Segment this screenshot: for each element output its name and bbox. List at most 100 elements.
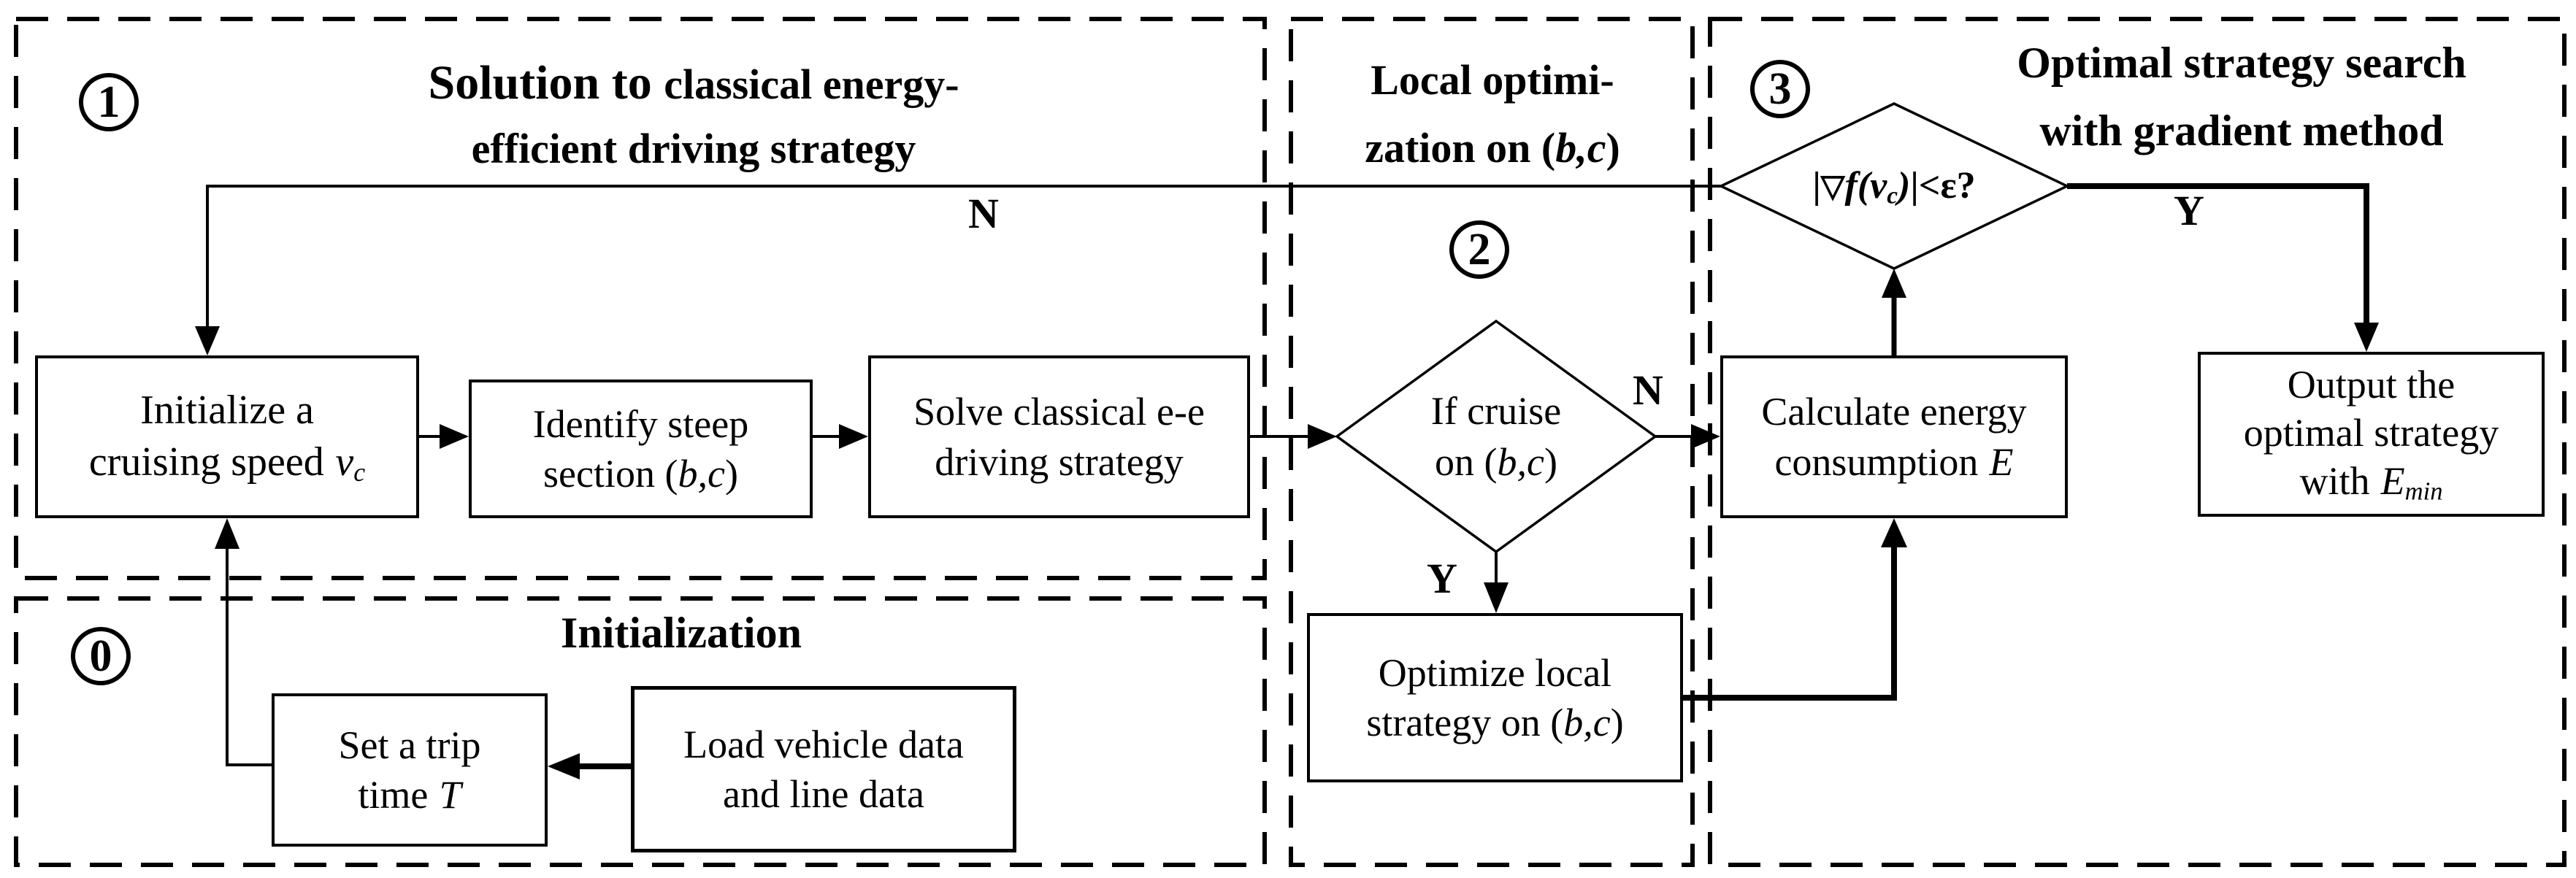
section-number-optimal-text: 3 <box>1768 64 1792 114</box>
arrowhead-solve-to-cruise-decision <box>1308 424 1337 449</box>
box-optimize-line2-prefix: strategy on ( <box>1366 701 1564 744</box>
box-initialize-line1: Initialize a <box>140 388 314 434</box>
box-output-line3-prefix: with <box>2299 459 2370 503</box>
gradient-close-paren: ) <box>1898 164 1911 207</box>
decision-gradient-text: |▽f(vc)|<ε? <box>1732 155 2056 217</box>
box-optimize-line2-suffix: ) <box>1610 701 1624 744</box>
arrow-gradient-no-feedback <box>206 185 1721 326</box>
arrowhead-gradient-no-feedback <box>195 326 220 355</box>
decision-cruise-line2-prefix: on ( <box>1435 440 1498 484</box>
section-frame-optimal-search <box>1708 17 2567 867</box>
arrowhead-settrip-to-initialize <box>215 518 239 549</box>
box-optimize-line2: strategy on (b,c) <box>1366 698 1623 747</box>
gradient-open-bar: | <box>1812 164 1821 207</box>
box-initialize-var-sub: c <box>353 457 366 487</box>
section-number-initialization: 0 <box>71 627 131 685</box>
box-solve-line1: Solve classical e-e <box>913 390 1205 434</box>
section-title-solution-line2: efficient driving strategy <box>471 125 916 172</box>
box-identify-line2: section (b,c) <box>543 449 738 498</box>
section-frame-initialization <box>14 596 1267 867</box>
box-calculate-line2-prefix: consumption <box>1774 439 1979 484</box>
decision-diamond-cruise <box>1335 319 1657 554</box>
arrowhead-loaddata-to-settrip <box>548 753 580 779</box>
box-settrip-line1: Set a trip <box>338 723 481 767</box>
box-optimize-local-strategy: Optimize local strategy on (b,c) <box>1307 613 1683 782</box>
box-output-var-sub: min <box>2404 477 2443 506</box>
decision-gradient-line: |▽f(vc)|<ε? <box>1812 161 1975 212</box>
section-title-solution-part2: classical energy- <box>664 61 959 108</box>
box-identify-line1: Identify steep <box>532 401 749 446</box>
arrowhead-cruise-yes-to-optimize <box>1484 582 1509 613</box>
decision-cruise-line2: on (b,c) <box>1435 436 1557 488</box>
section-title-solution: Solution to classical energy- efficient … <box>219 55 1168 173</box>
section-number-solution-text: 1 <box>97 77 120 127</box>
section-number-solution: 1 <box>79 73 139 131</box>
box-output-line2: optimal strategy <box>2243 411 2499 455</box>
section-frame-solution <box>14 17 1267 580</box>
gradient-func: f(v <box>1844 164 1887 207</box>
section-number-local-optimization: 2 <box>1449 220 1509 279</box>
section-title-local-optimization: Local optimi- zation on (b,c) <box>1292 47 1693 182</box>
box-identify-steep-section: Identify steep section (b,c) <box>469 380 813 518</box>
decision-cruise-line1: If cruise <box>1430 388 1562 433</box>
section-title-local-line1: Local optimi- <box>1371 56 1614 104</box>
label-cruise-no: N <box>1633 366 1663 414</box>
label-feedback-no: N <box>968 190 999 237</box>
arrowhead-calculate-to-gradient-decision <box>1882 269 1906 298</box>
arrowhead-gradient-yes-to-output <box>2354 323 2379 352</box>
decision-cruise-text: If cruise on (b,c) <box>1350 356 1642 517</box>
arrowhead-initialize-to-identify <box>440 424 469 449</box>
label-cruise-yes: Y <box>1427 555 1457 602</box>
section-number-optimal-search: 3 <box>1750 60 1810 118</box>
box-calculate-var: E <box>1989 439 2014 484</box>
section-title-solution-part1: Solution to <box>428 56 664 109</box>
box-solve-line2: driving strategy <box>935 439 1184 484</box>
arrowhead-cruise-no-to-calculate <box>1691 424 1720 449</box>
box-identify-line2-suffix: ) <box>724 452 738 496</box>
box-output-line1: Output the <box>2287 363 2456 407</box>
section-title-solution-line1: Solution to classical energy- <box>219 55 1168 111</box>
arrowhead-optimize-to-calculate <box>1881 518 1907 547</box>
box-settrip-var: T <box>439 773 461 817</box>
section-title-optimal-line1: Optimal strategy search <box>2017 39 2466 87</box>
gradient-tail: |<ε? <box>1910 164 1976 207</box>
section-title-local-line2: zation on (b,c) <box>1292 115 1693 182</box>
section-number-initialization-text: 0 <box>89 631 112 681</box>
box-identify-var: b,c <box>678 452 725 496</box>
section-title-optimal-line2: with gradient method <box>2039 107 2444 155</box>
local-line2-var: b,c <box>1555 123 1606 172</box>
section-title-optimal-search: Optimal strategy search with gradient me… <box>1913 29 2570 165</box>
local-line2-suffix: ) <box>1606 123 1620 172</box>
arrowhead-identify-to-solve <box>839 424 868 449</box>
box-optimize-var: b,c <box>1563 701 1611 744</box>
box-optimize-line1: Optimize local <box>1378 650 1612 695</box>
box-settrip-line2-prefix: time <box>358 773 429 817</box>
box-identify-line2-prefix: section ( <box>543 452 678 496</box>
box-initialize-line2-prefix: cruising speed <box>88 439 324 485</box>
box-load-data: Load vehicle data and line data <box>631 686 1016 852</box>
box-calculate-line1: Calculate energy <box>1761 390 2027 434</box>
box-loaddata-line2: and line data <box>723 772 924 816</box>
gradient-func-sub: c <box>1887 182 1898 209</box>
decision-cruise-line2-suffix: ) <box>1544 440 1557 484</box>
box-output-var: E <box>2380 459 2405 503</box>
box-initialize-var: v <box>335 439 354 485</box>
arrow-optimize-to-calculate <box>1683 547 1897 701</box>
decision-diamond-gradient <box>1717 102 2071 270</box>
section-number-local-text: 2 <box>1468 225 1491 274</box>
local-line2-prefix: zation on ( <box>1365 123 1556 172</box>
arrow-gradient-yes-to-output <box>2067 183 2369 323</box>
decision-cruise-var: b,c <box>1497 440 1544 484</box>
label-gradient-yes: Y <box>2174 187 2204 234</box>
nabla-icon: ▽ <box>1820 169 1845 204</box>
